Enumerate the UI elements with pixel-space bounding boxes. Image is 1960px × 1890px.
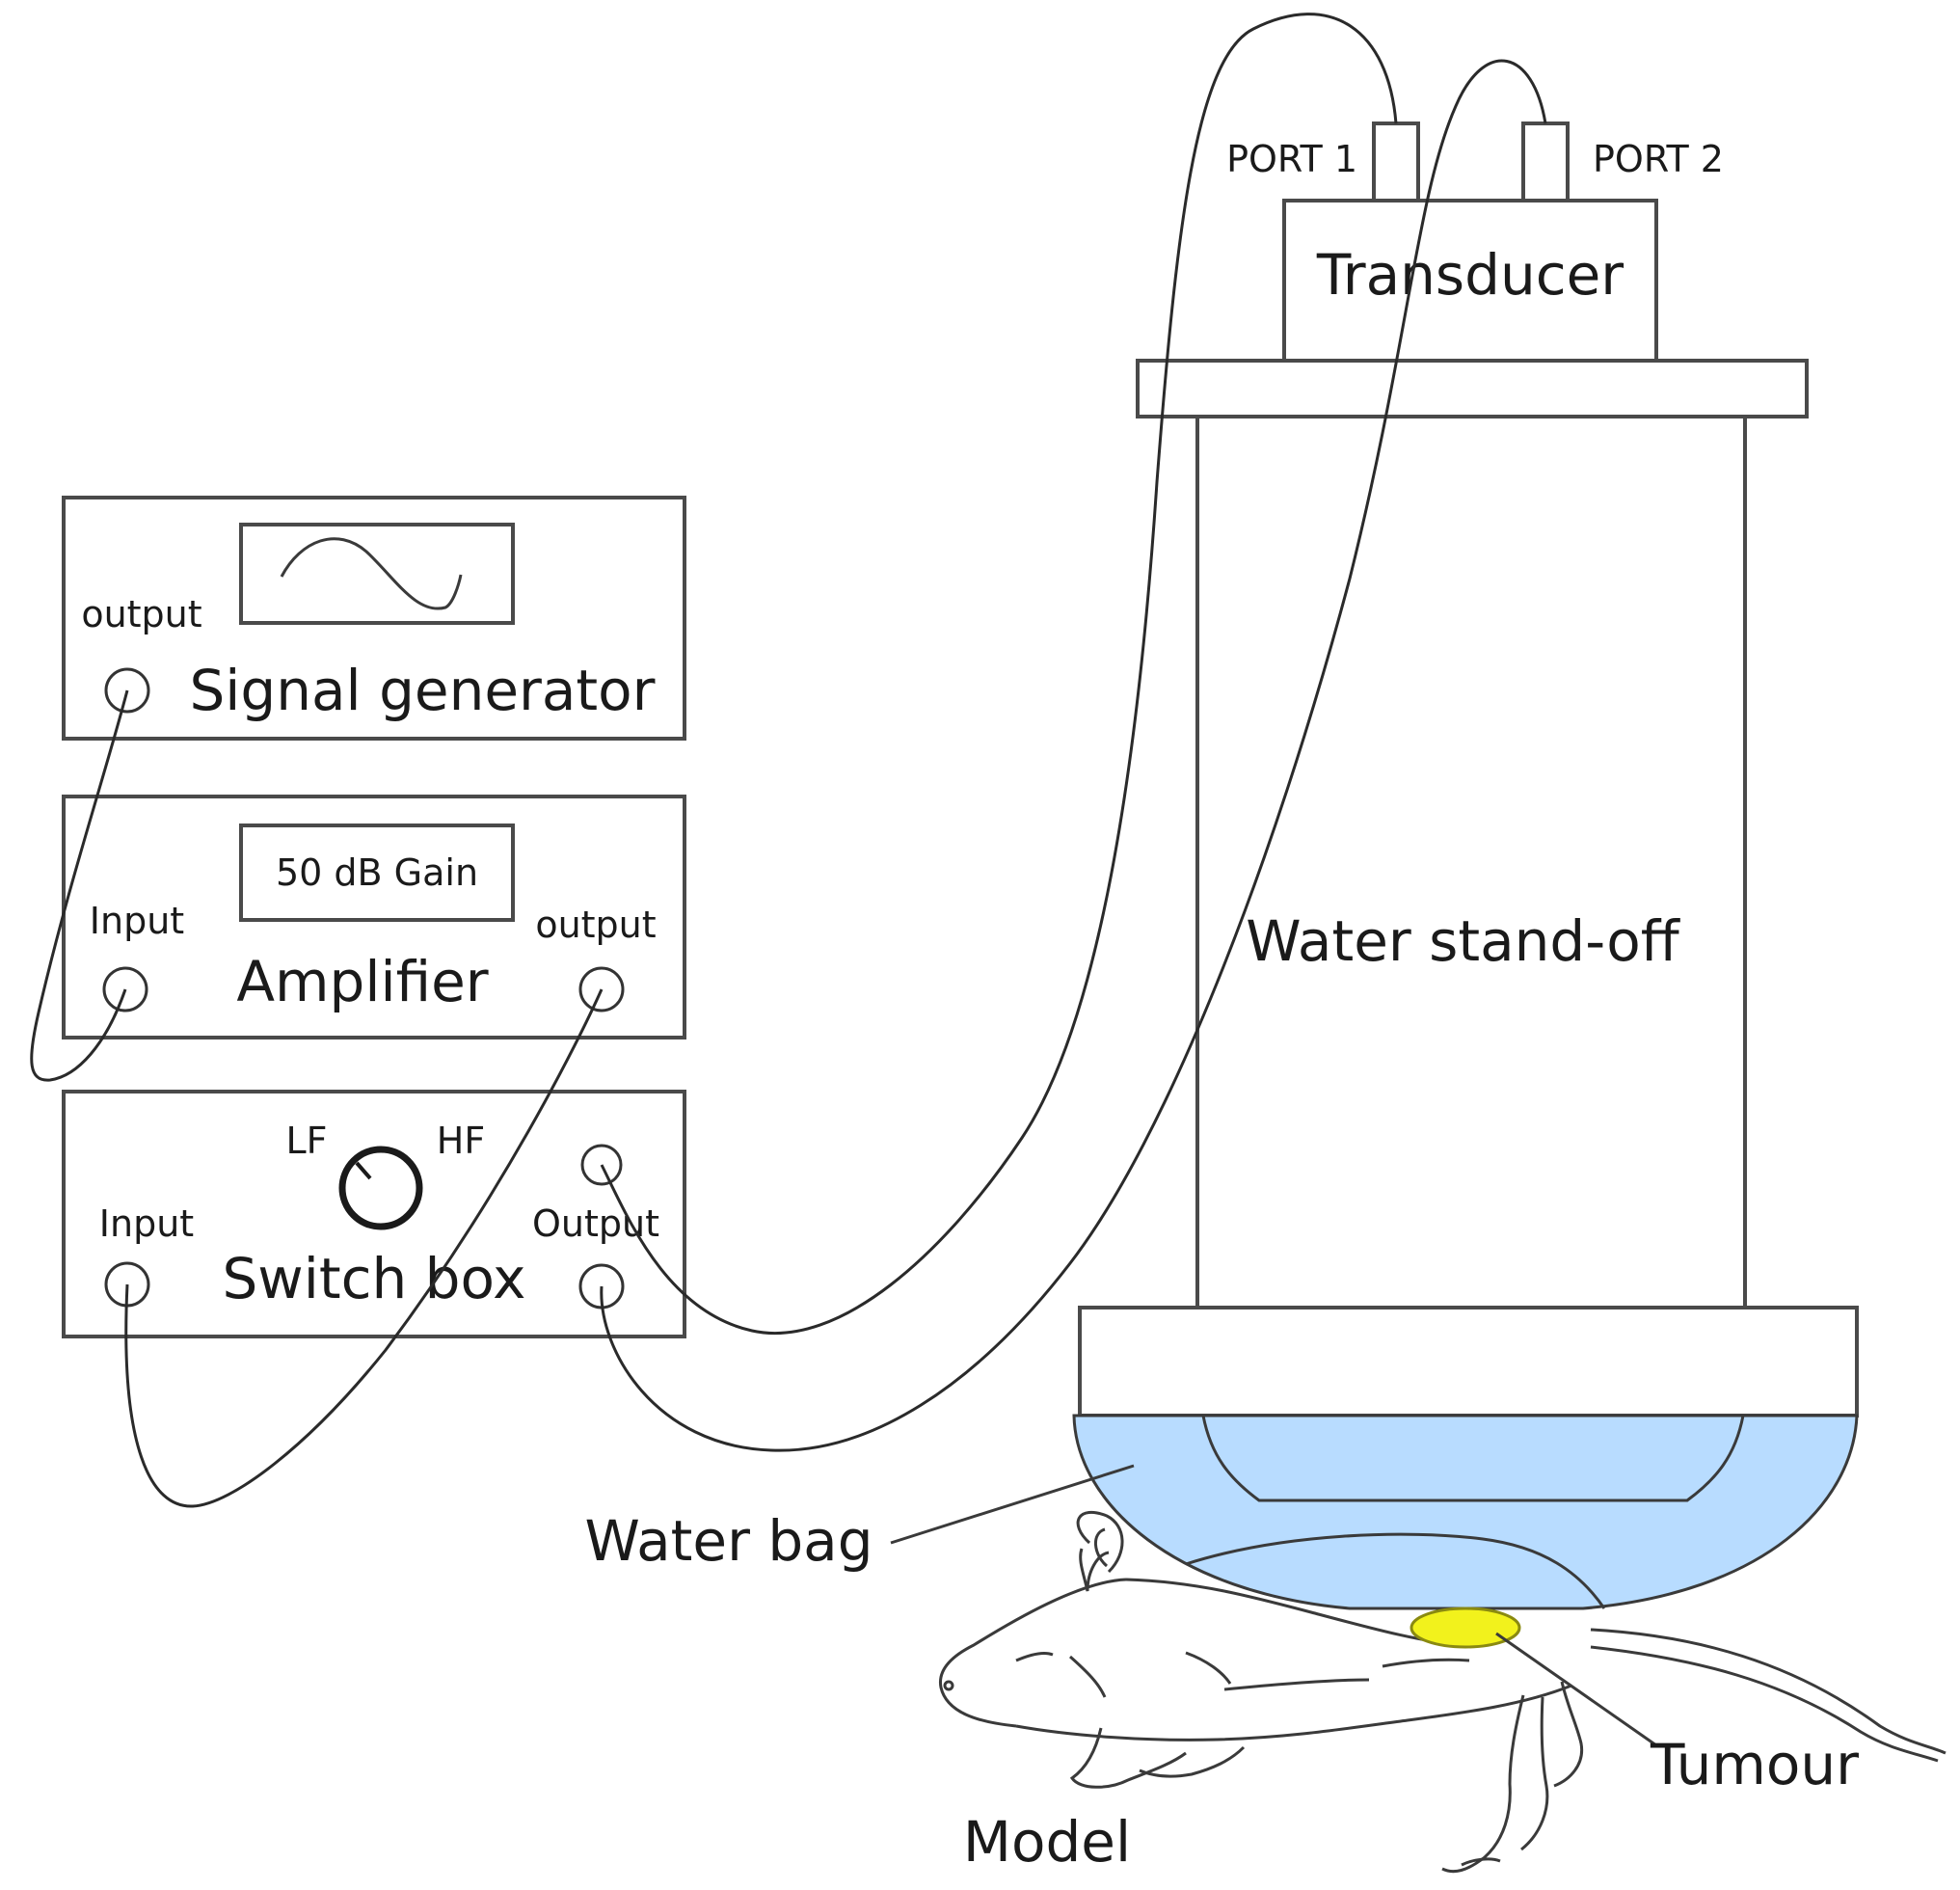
water-bag: Water bag	[584, 1414, 1859, 1610]
switch-box: LF HF Input Output Switch box	[62, 1090, 686, 1338]
tumour-label: Tumour	[1650, 1732, 1859, 1797]
amplifier-display-text: 50 dB Gain	[276, 851, 478, 894]
amplifier-display	[239, 824, 515, 922]
signal-generator-label: Signal generator	[189, 658, 655, 723]
standoff-bottom-flange	[1078, 1306, 1859, 1418]
water-bag-label: Water bag	[584, 1508, 873, 1574]
cable-switch-to-port1	[600, 13, 1398, 1335]
signal-generator-output-label: output	[81, 593, 201, 635]
port1-label: PORT 1	[1226, 138, 1357, 180]
port2-connector	[1521, 122, 1570, 202]
signal-generator: output Signal generator	[62, 496, 686, 741]
amplifier-label: Amplifier	[236, 949, 488, 1014]
model-label: Model	[963, 1809, 1131, 1875]
water-bag-leader	[890, 1464, 1135, 1545]
switch-box-knob-left-label: LF	[285, 1120, 327, 1162]
cable-siggen-to-amp	[30, 689, 129, 1082]
cable-switch-to-port2	[600, 59, 1547, 1452]
sine-wave-icon	[280, 537, 463, 610]
amplifier: 50 dB Gain Input output Amplifier	[62, 795, 686, 1040]
cables	[30, 13, 1547, 1508]
signal-generator-screen	[239, 523, 515, 625]
standoff-column	[1195, 415, 1747, 1310]
tumour: Tumour	[1410, 1606, 1859, 1797]
amplifier-output-label: output	[535, 904, 656, 946]
standoff-label: Water stand-off	[1246, 908, 1680, 974]
water-bag-shape	[1072, 1414, 1859, 1610]
switch-box-knob-right-label: HF	[437, 1120, 485, 1162]
selector-knob-icon	[338, 1146, 423, 1230]
tumour-shape	[1410, 1606, 1521, 1649]
transducer-assembly: Transducer PORT 1 PORT 2	[1226, 122, 1724, 363]
water-bag-inner-cup	[1201, 1415, 1745, 1502]
port1-connector	[1372, 122, 1420, 202]
tumour-leader	[1495, 1632, 1657, 1747]
standoff-top-flange	[1136, 359, 1809, 418]
amplifier-input-label: Input	[90, 900, 184, 942]
cable-amp-to-switch	[124, 988, 604, 1508]
transducer-body	[1282, 199, 1658, 363]
switch-box-input-label: Input	[99, 1202, 194, 1245]
water-standoff: Water stand-off	[1078, 359, 1859, 1418]
switch-box-label: Switch box	[222, 1246, 525, 1311]
water-bag-contact-line	[1185, 1532, 1606, 1609]
port2-label: PORT 2	[1593, 138, 1724, 180]
transducer-label: Transducer	[1316, 242, 1624, 308]
